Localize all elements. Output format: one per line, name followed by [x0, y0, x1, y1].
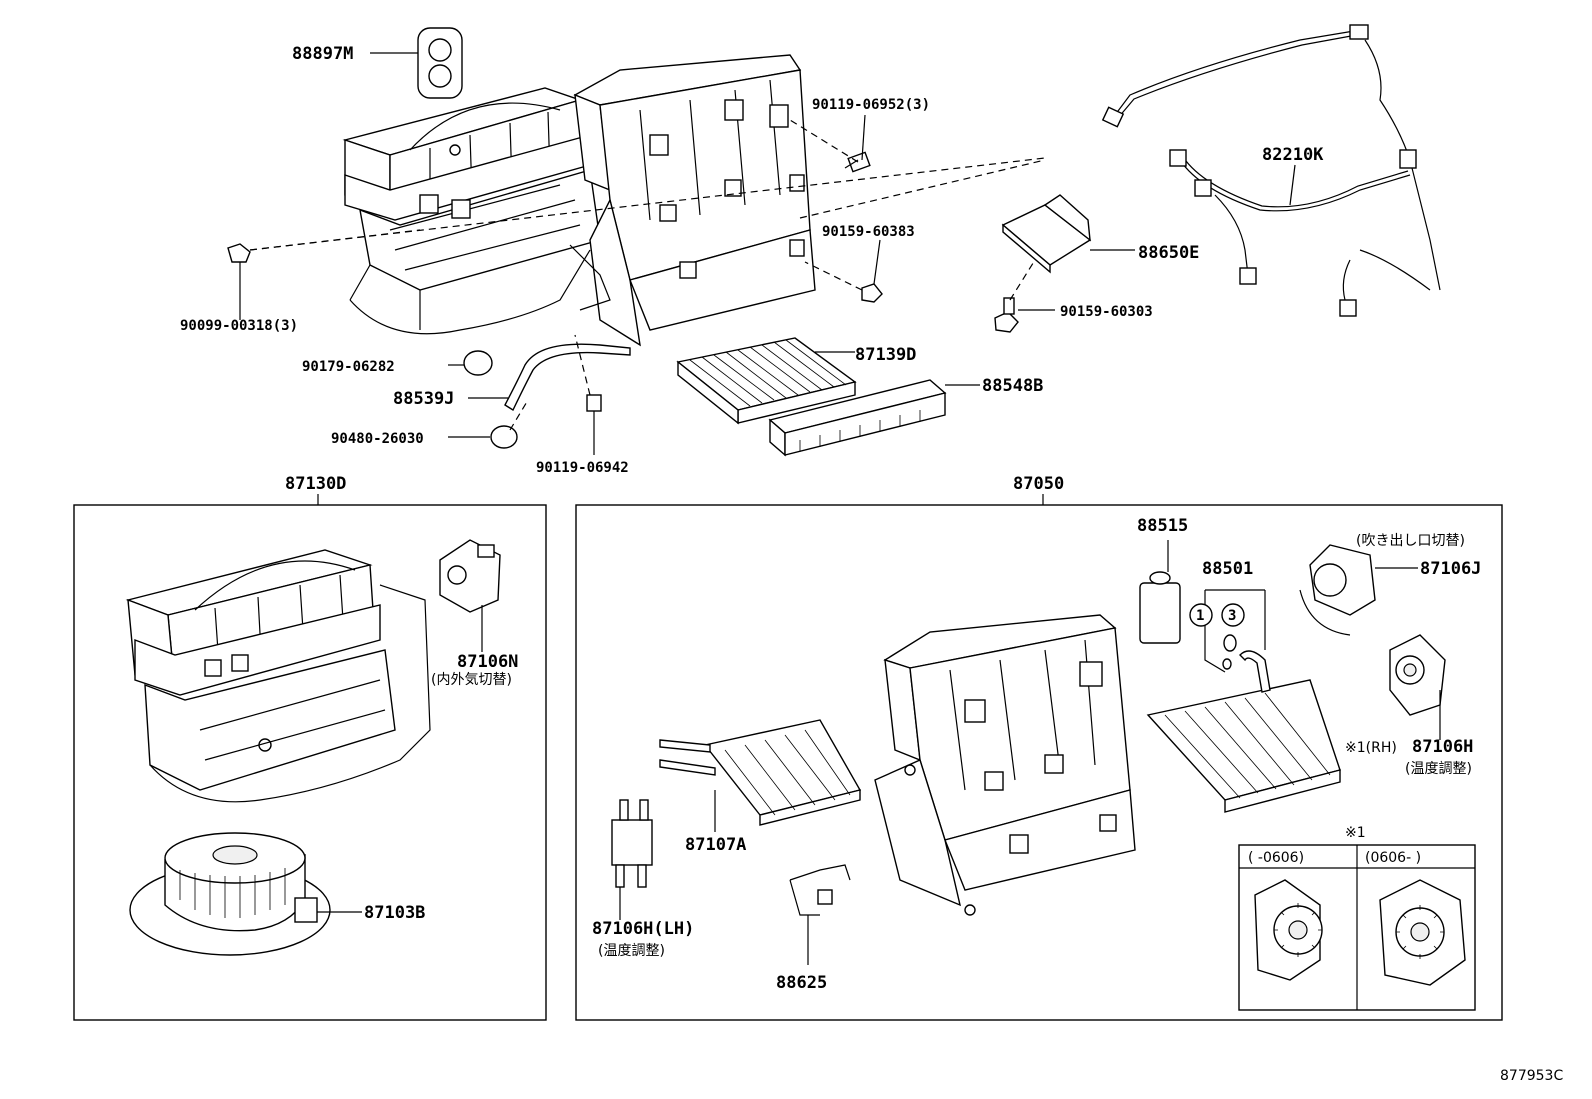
- screw-90119-06942: [574, 334, 602, 455]
- heater-group-frame: [575, 504, 1503, 1021]
- diagram-id: 877953C: [1500, 1068, 1563, 1084]
- label-90159-60303: 90159-60303: [1060, 304, 1153, 320]
- label-87106H: 87106H: [1412, 737, 1473, 757]
- label-88897M: 88897M: [292, 44, 353, 64]
- inset-col-left: ( -0606): [1248, 850, 1304, 866]
- label-circle-1: 1: [1196, 608, 1204, 624]
- heater-core-87107A: [659, 719, 862, 832]
- servo-87106H-RH: [1389, 634, 1446, 740]
- heater-unit-top: [569, 54, 816, 347]
- label-88650E: 88650E: [1138, 243, 1199, 263]
- filter-87139D: [676, 337, 857, 425]
- amplifier-88650E: [1001, 194, 1135, 274]
- inset-servo-new: [1379, 879, 1466, 986]
- label-87106N: 87106N: [457, 652, 518, 672]
- label-87106H-LH: 87106H(LH): [592, 919, 694, 939]
- label-87106H-LH-note: (温度調整): [598, 943, 665, 959]
- label-87106H-note: (温度調整): [1405, 761, 1472, 777]
- label-90159-60383: 90159-60383: [822, 224, 915, 240]
- screw-90159-60383: [799, 159, 1046, 303]
- grommet-90179-06282: [448, 350, 493, 376]
- label-87050: 87050: [1013, 474, 1064, 494]
- blower-case-top: [342, 87, 606, 335]
- nut-90480-26030: [448, 399, 529, 449]
- filter-88548B: [768, 379, 980, 457]
- wire-harness-82210K: [1101, 24, 1441, 317]
- sensor-88625: [789, 864, 851, 965]
- label-88539J: 88539J: [393, 389, 454, 409]
- hose-88539J: [468, 343, 631, 412]
- label-88515: 88515: [1137, 516, 1188, 536]
- inset-col-right: (0606- ): [1365, 850, 1421, 866]
- inset-variant-table: [1238, 844, 1476, 1011]
- label-87139D: 87139D: [855, 345, 916, 365]
- o-ring-88501: [1189, 589, 1266, 673]
- label-88501: 88501: [1202, 559, 1253, 579]
- label-90119-06952: 90119-06952(3): [812, 97, 930, 113]
- label-82210K: 82210K: [1262, 145, 1324, 165]
- blower-motor-87103B: [129, 832, 362, 956]
- heater-unit: [874, 614, 1136, 916]
- expansion-valve-88515: [1139, 540, 1181, 644]
- blower-group-frame: [73, 504, 547, 1021]
- label-87106H-prefix: ※1(RH): [1345, 740, 1397, 756]
- label-87103B: 87103B: [364, 903, 425, 923]
- label-87106J: 87106J: [1420, 559, 1481, 579]
- label-87107A: 87107A: [685, 835, 746, 855]
- inset-title: ※1: [1345, 825, 1366, 841]
- blower-case: [125, 549, 431, 803]
- label-87106J-note: (吹き出し口切替): [1356, 533, 1465, 549]
- inset-servo-old: [1254, 879, 1323, 981]
- servo-87106H-LH: [611, 799, 653, 920]
- screw-90159-60303: [994, 259, 1055, 333]
- label-87130D: 87130D: [285, 474, 346, 494]
- servo-87106J: [1299, 544, 1418, 636]
- grommet-88897M: [370, 27, 463, 99]
- label-90480-26030: 90480-26030: [331, 431, 424, 447]
- label-90099-00318: 90099-00318(3): [180, 318, 298, 334]
- label-87106N-note: (内外気切替): [431, 672, 512, 688]
- servo-87106N: [439, 539, 501, 652]
- label-88625: 88625: [776, 973, 827, 993]
- label-88548B: 88548B: [982, 376, 1043, 396]
- screw-90119-06952: [789, 114, 871, 173]
- screw-90099-00318: [227, 157, 1046, 320]
- label-90119-06942: 90119-06942: [536, 460, 629, 476]
- label-circle-3: 3: [1228, 608, 1236, 624]
- label-90179-06282: 90179-06282: [302, 359, 395, 375]
- evaporator: [1146, 650, 1341, 813]
